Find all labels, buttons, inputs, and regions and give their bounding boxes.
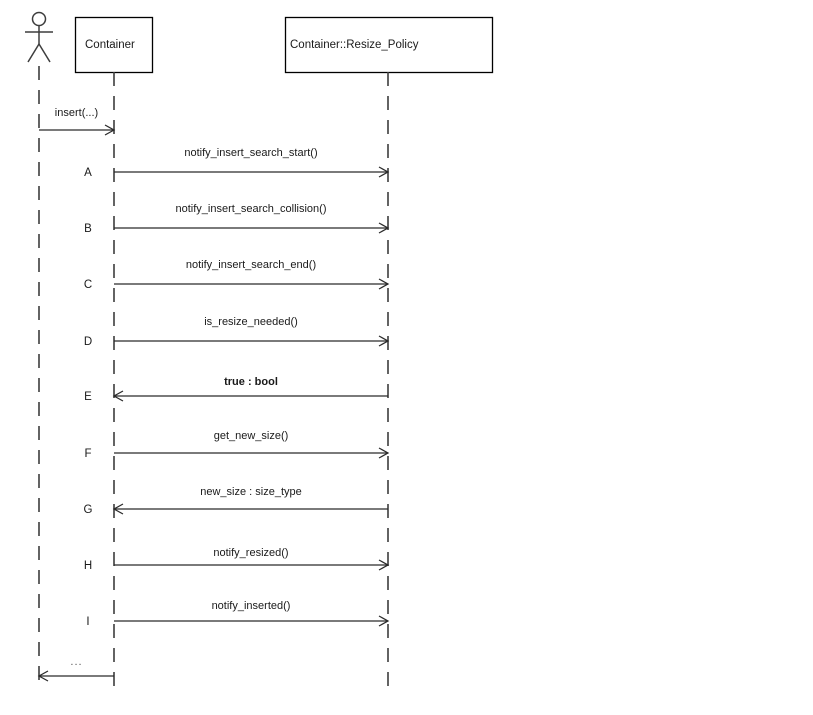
message-row-key: E bbox=[84, 391, 92, 403]
message-arrow[interactable]: insert(...) bbox=[39, 107, 116, 136]
message-row-key: F bbox=[84, 448, 91, 460]
message-label: get_new_size() bbox=[214, 430, 289, 442]
message-row-key: C bbox=[84, 279, 92, 291]
message-arrow[interactable]: notify_insert_search_start() A bbox=[84, 147, 390, 179]
message-label: insert(...) bbox=[55, 107, 98, 119]
arrowhead-icon bbox=[112, 390, 124, 402]
participant-label-container: Container bbox=[85, 39, 135, 51]
message-row-key: B bbox=[84, 223, 92, 235]
arrowhead-icon bbox=[378, 615, 390, 627]
actor-stick-figure-icon bbox=[25, 11, 53, 63]
message-row-key: H bbox=[84, 560, 92, 572]
arrowhead-icon bbox=[112, 503, 124, 515]
arrowhead-icon bbox=[104, 124, 116, 136]
message-label: notify_insert_search_end() bbox=[186, 259, 316, 271]
message-row-key: G bbox=[84, 504, 93, 516]
message-arrow[interactable]: notify_resized() H bbox=[84, 547, 390, 572]
message-label: notify_resized() bbox=[213, 547, 288, 559]
message-label: notify_inserted() bbox=[212, 600, 291, 612]
participant-label-resize-policy: Container::Resize_Policy bbox=[290, 39, 419, 51]
participant-box-container[interactable] bbox=[74, 16, 154, 74]
arrowhead-icon bbox=[378, 447, 390, 459]
message-label: new_size : size_type bbox=[200, 486, 302, 498]
message-label: is_resize_needed() bbox=[204, 316, 298, 328]
arrowhead-icon bbox=[378, 559, 390, 571]
message-row-key: D bbox=[84, 336, 92, 348]
message-row-key: A bbox=[84, 167, 92, 179]
arrowhead-icon bbox=[378, 166, 390, 178]
message-arrow[interactable]: notify_insert_search_end() C bbox=[84, 259, 390, 291]
participant-box-resize-policy[interactable] bbox=[284, 16, 494, 74]
message-label: notify_insert_search_start() bbox=[184, 147, 317, 159]
message-row-key: I bbox=[86, 616, 89, 628]
message-label: notify_insert_search_collision() bbox=[175, 203, 326, 215]
message-arrow[interactable]: get_new_size() F bbox=[84, 430, 390, 460]
message-arrow[interactable]: is_resize_needed() D bbox=[84, 316, 390, 348]
message-arrow[interactable]: ... bbox=[37, 656, 114, 682]
arrowhead-icon bbox=[37, 670, 49, 682]
arrowhead-icon bbox=[378, 278, 390, 290]
arrowhead-icon bbox=[378, 335, 390, 347]
message-label: ... bbox=[70, 656, 82, 668]
message-arrow[interactable]: notify_inserted() I bbox=[86, 600, 390, 628]
messages-layer: insert(...) notify_insert_search_start() A… bbox=[37, 107, 390, 682]
message-label: true : bool bbox=[224, 376, 278, 388]
arrowhead-icon bbox=[378, 222, 390, 234]
message-arrow[interactable]: notify_insert_search_collision() B bbox=[84, 203, 390, 235]
